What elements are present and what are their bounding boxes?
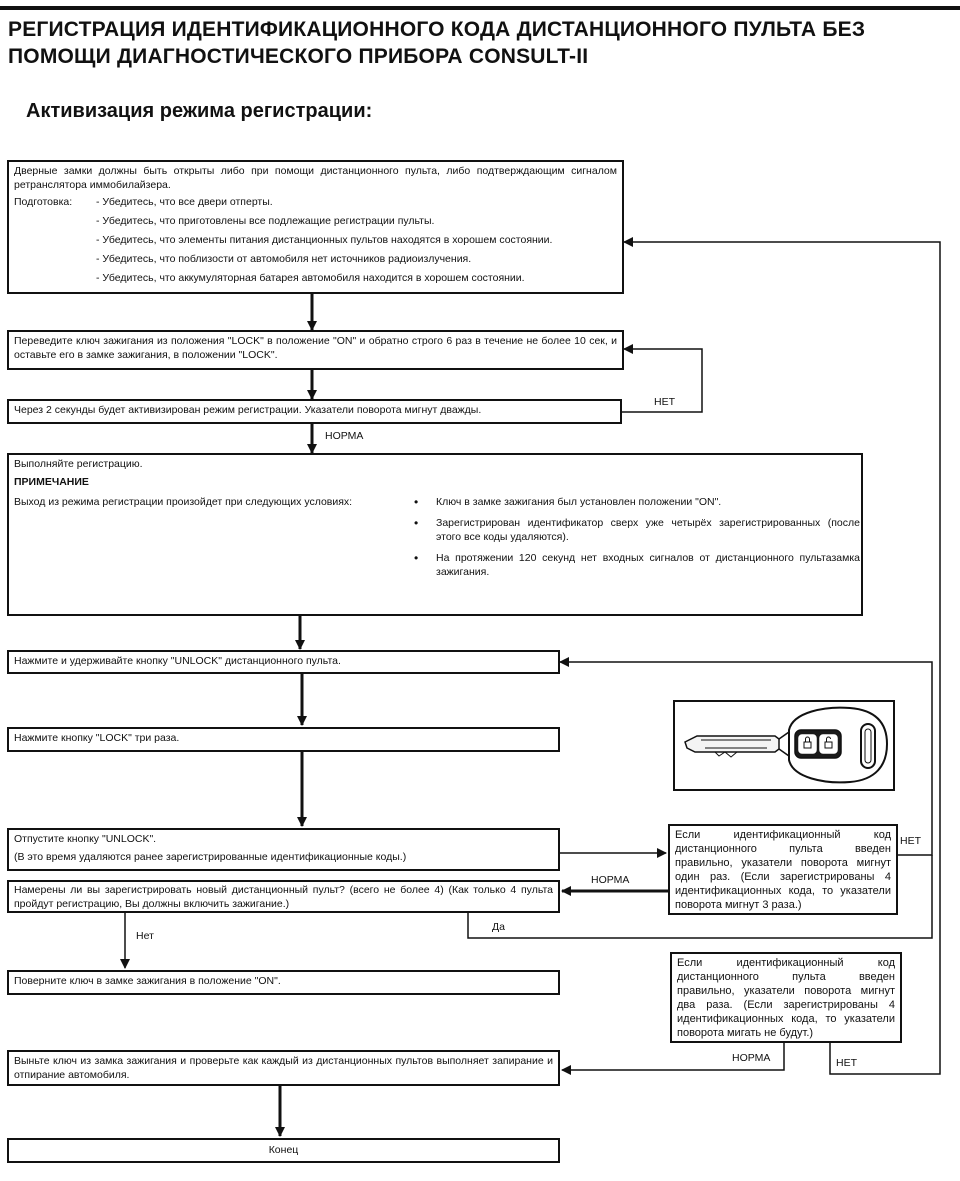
arrow-another-yes — [467, 855, 933, 939]
label-no: Нет — [136, 930, 154, 942]
verify-box: Выньте ключ из замка зажигания и проверь… — [7, 1050, 560, 1086]
turn-on-box: Поверните ключ в замке зажигания в полож… — [7, 970, 560, 995]
check-flash-once-box: Если идентификационный код дистанционног… — [668, 824, 898, 915]
note-title: ПРИМЕЧАНИЕ — [14, 476, 89, 488]
exit-condition: На протяжении 120 секунд нет входных сиг… — [412, 551, 860, 579]
label-ok-check1: НОРМА — [591, 874, 630, 886]
hold-unlock-box: Нажмите и удерживайте кнопку "UNLOCK" ди… — [7, 650, 560, 674]
release-note: (В это время удаляются ранее зарегистрир… — [14, 851, 407, 863]
release-text: Отпустите кнопку "UNLOCK". — [14, 833, 157, 845]
exit-label: Выход из режима регистрации произойдет п… — [14, 496, 353, 508]
press-lock-box: Нажмите кнопку "LOCK" три раза. — [7, 727, 560, 752]
label-yes: Да — [492, 921, 505, 933]
ignition-cycle-box: Переведите ключ зажигания из положения "… — [7, 330, 624, 370]
prep-item: Убедитесь, что все двери отперты. — [96, 195, 552, 209]
intro-text: Дверные замки должны быть открыты либо п… — [14, 165, 617, 191]
label-no-mode: НЕТ — [654, 396, 675, 408]
exit-conditions: Ключ в замке зажигания был установлен по… — [412, 495, 860, 586]
prep-label: Подготовка: — [14, 196, 73, 208]
check-flash-twice-box: Если идентификационный код дистанционног… — [670, 952, 902, 1043]
another-remote-box: Намерены ли вы зарегистрировать новый ди… — [7, 880, 560, 913]
prep-item: Убедитесь, что приготовлены все подлежащ… — [96, 214, 552, 228]
prep-item: Убедитесь, что элементы питания дистанци… — [96, 233, 552, 247]
label-no-check2: НЕТ — [836, 1057, 857, 1069]
arrow-check1-no — [559, 657, 933, 856]
end-box: Конец — [7, 1138, 560, 1163]
arrow-check2-no — [623, 237, 941, 1075]
remote-key-illustration — [673, 700, 895, 791]
section-subtitle: Активизация режима регистрации: — [26, 100, 373, 122]
release-unlock-box: Отпустите кнопку "UNLOCK". (В это время … — [7, 828, 560, 871]
label-ok-check2: НОРМА — [732, 1052, 771, 1064]
arrow-check2-ok — [561, 1043, 785, 1075]
top-rule — [0, 6, 960, 10]
intro-box: Дверные замки должны быть открыты либо п… — [7, 160, 624, 294]
label-no-check1: НЕТ — [900, 835, 921, 847]
exit-condition: Зарегистрирован идентификатор сверх уже … — [412, 516, 860, 544]
perform-text: Выполняйте регистрацию. — [14, 458, 143, 470]
perform-box: Выполняйте регистрацию. ПРИМЕЧАНИЕ Выход… — [7, 453, 863, 616]
exit-condition: Ключ в замке зажигания был установлен по… — [412, 495, 860, 509]
prep-item: Убедитесь, что поблизости от автомобиля … — [96, 252, 552, 266]
mode-active-box: Через 2 секунды будет активизирован режи… — [7, 399, 622, 424]
page-title: РЕГИСТРАЦИЯ ИДЕНТИФИКАЦИОННОГО КОДА ДИСТ… — [8, 18, 866, 68]
arrow-mode-no-loop — [622, 344, 703, 413]
prep-item: Убедитесь, что аккумуляторная батарея ав… — [96, 271, 552, 285]
remote-key-icon — [684, 706, 889, 784]
prep-list: Убедитесь, что все двери отперты. Убедит… — [96, 195, 552, 290]
label-ok-mode: НОРМА — [325, 430, 364, 442]
